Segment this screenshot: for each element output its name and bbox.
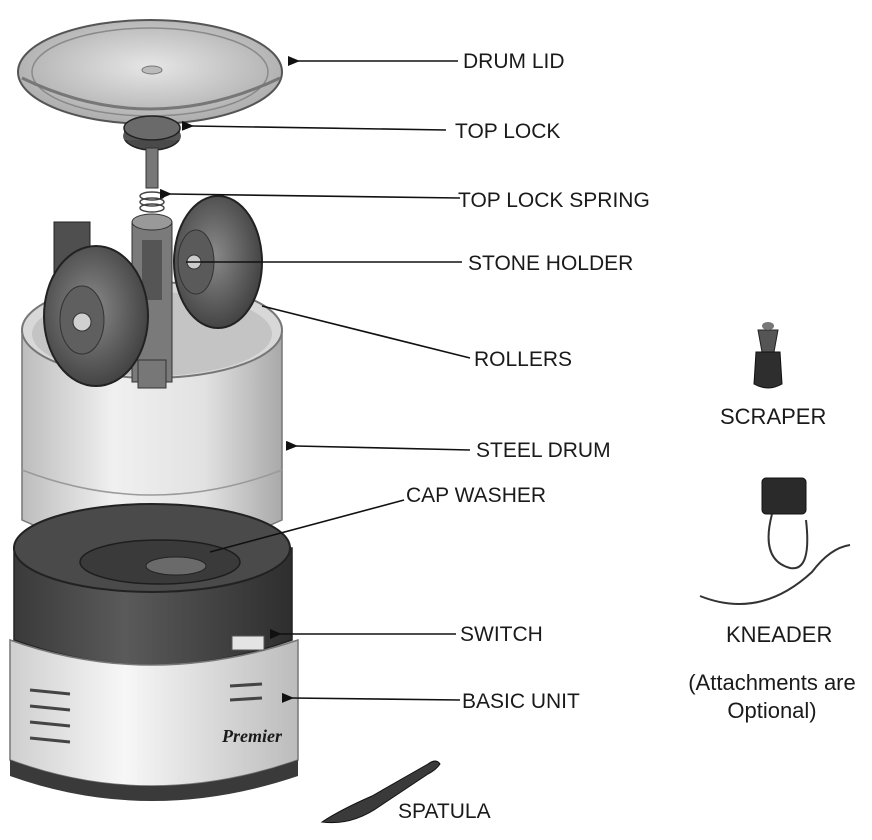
label-steel-drum: STEEL DRUM bbox=[476, 439, 611, 462]
label-scraper: SCRAPER bbox=[720, 404, 826, 429]
label-stone-holder: STONE HOLDER bbox=[468, 252, 633, 275]
leader-top-lock-spring bbox=[159, 188, 461, 199]
cap-washer bbox=[145, 556, 207, 576]
basic-unit: Premier bbox=[9, 635, 299, 801]
switch bbox=[231, 635, 265, 651]
top-lock bbox=[123, 115, 181, 189]
label-switch: SWITCH bbox=[460, 623, 543, 646]
leader-rollers bbox=[261, 305, 471, 359]
label-top-lock-spring: TOP LOCK SPRING bbox=[458, 189, 650, 212]
label-drum-lid: DRUM LID bbox=[463, 50, 565, 73]
attachments-note-line1: (Attachments are bbox=[688, 670, 856, 695]
leader-top-lock bbox=[181, 120, 447, 131]
label-kneader: KNEADER bbox=[726, 622, 832, 647]
leader-basic-unit bbox=[281, 692, 461, 703]
attachments-note-line2: Optional) bbox=[727, 698, 816, 723]
leader-cap-washer bbox=[209, 499, 405, 553]
scraper bbox=[753, 322, 783, 389]
label-rollers: ROLLERS bbox=[474, 348, 572, 371]
spatula-shape bbox=[320, 760, 441, 824]
top-lock-spring bbox=[139, 191, 165, 213]
brand-name: Premier bbox=[221, 726, 283, 746]
roller-left bbox=[43, 245, 149, 387]
label-basic-unit: BASIC UNIT bbox=[462, 690, 580, 713]
leader-steel-drum bbox=[285, 440, 471, 451]
leader-lines bbox=[159, 56, 471, 703]
drum-lid bbox=[17, 19, 283, 125]
label-spatula: SPATULA bbox=[398, 800, 491, 823]
motor-housing bbox=[13, 503, 293, 666]
label-top-lock: TOP LOCK bbox=[455, 120, 560, 143]
label-cap-washer: CAP WASHER bbox=[406, 484, 546, 507]
kneader bbox=[699, 477, 851, 605]
